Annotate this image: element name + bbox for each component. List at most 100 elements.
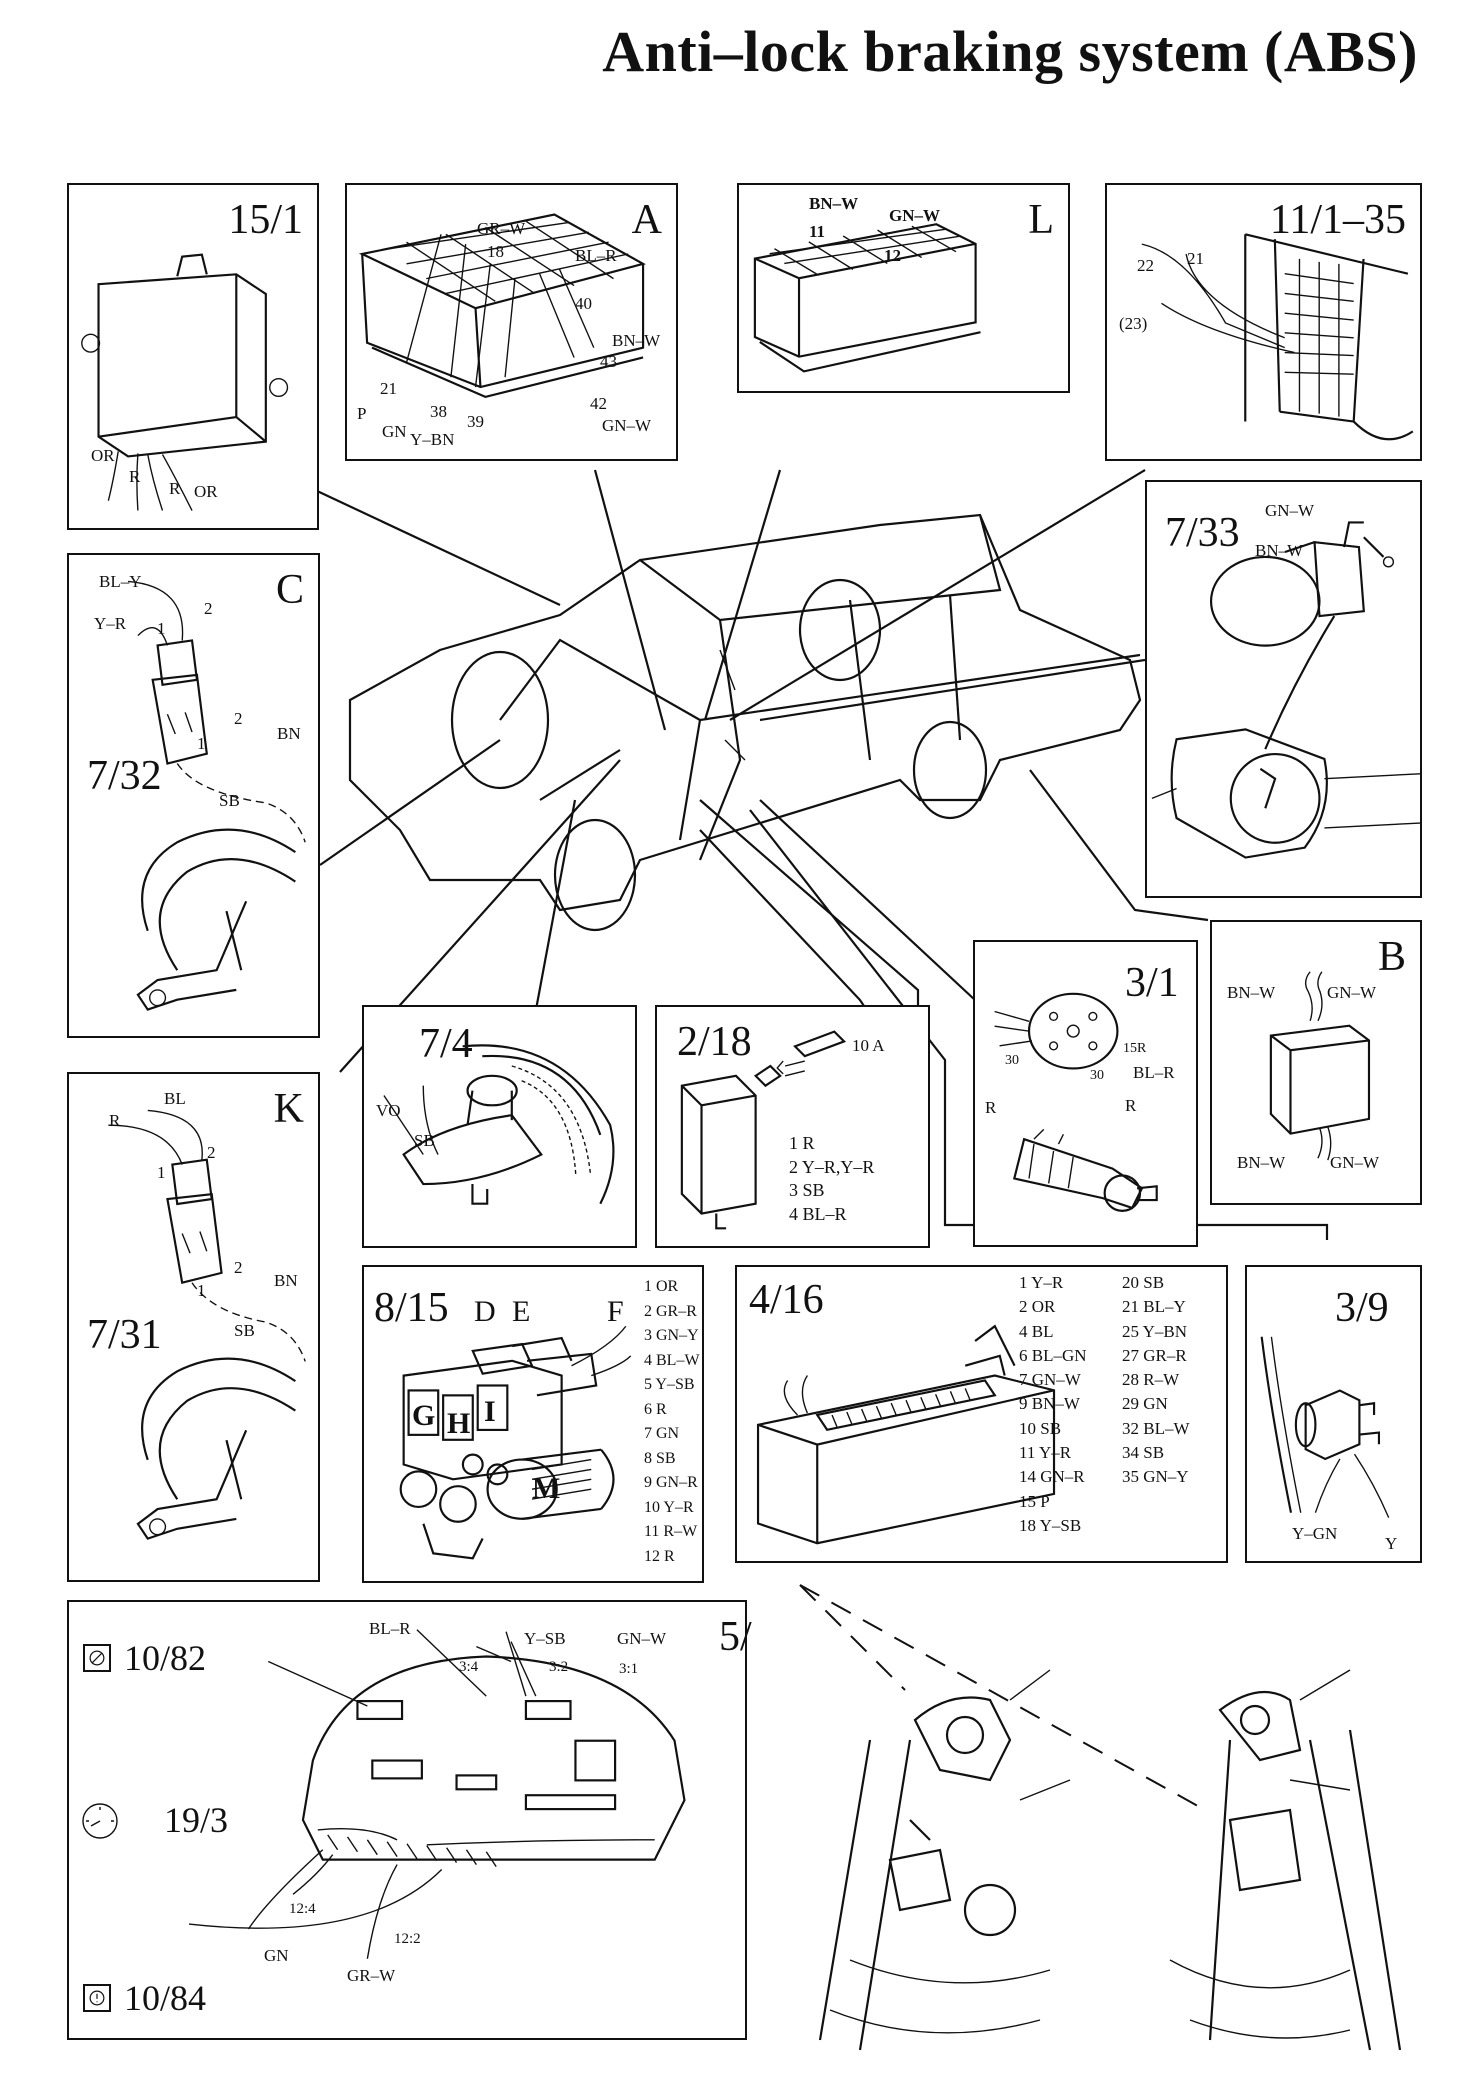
wire-label: R [109, 1111, 121, 1130]
pin-label: 11 [809, 222, 826, 241]
pin-label: 1 [157, 619, 166, 638]
panel-3-9: 3/9 Y–GN Y [1245, 1265, 1422, 1563]
component-id: 7/32 [87, 753, 162, 799]
terminal-label: 30 [1005, 1053, 1019, 1068]
component-id: 7/31 [87, 1312, 162, 1358]
wire-label: GN–W [617, 1629, 667, 1648]
wire-label: GR–W [347, 1966, 396, 1985]
wire-label: OR [194, 482, 218, 501]
panel-id: 5/ [719, 1614, 752, 1660]
wire-label: BN–W [612, 331, 661, 350]
wire-label: GN–W [1330, 1153, 1380, 1172]
wire-label: BN–W [1227, 983, 1276, 1002]
panel-id: 7/4 [419, 1021, 473, 1067]
wire-label: GN–W [602, 416, 652, 435]
panel-id: 3/1 [1125, 960, 1179, 1006]
connector-l-illustration [753, 223, 981, 373]
panel-11-1-35: 11/1–35 22 21 (23) [1105, 183, 1422, 461]
wire-label: Y–BN [410, 430, 455, 449]
pin-label: 2 [234, 1258, 243, 1277]
wire-label: Y–GN [1292, 1524, 1338, 1543]
pin-label: 38 [430, 402, 447, 421]
ignition-switch-illustration [994, 992, 1158, 1212]
brake-light-switch-illustration [1260, 1336, 1390, 1518]
pin-label: 12:2 [394, 1931, 421, 1947]
wire-label: VO [376, 1101, 401, 1120]
hydraulic-modulator-illustration [399, 1325, 632, 1560]
instrument-cluster-illustration [188, 1629, 686, 1959]
panel-5: 5/ 10/82 19/3 10/84 BL–R Y–SB GN–W 3:4 3… [67, 1600, 752, 2040]
panel-id: 2/18 [677, 1019, 752, 1065]
pin-label: 18 [487, 242, 504, 261]
panel-id: 15/1 [228, 197, 303, 243]
wire-label: BN–W [1255, 541, 1304, 560]
panel-b: B BN–W GN–W BN–W GN–W [1210, 920, 1422, 1205]
front-sensor-k-illustration [108, 1109, 306, 1540]
wire-label: P [357, 404, 367, 423]
diode-box-illustration [1269, 971, 1371, 1161]
wire-label: GN [382, 422, 407, 441]
wire-label: R [1125, 1096, 1137, 1115]
pin-label: 40 [575, 294, 592, 313]
pin-label: 3:1 [619, 1661, 639, 1677]
brake-warning-icon [83, 1644, 111, 1672]
pin-label: 42 [590, 394, 607, 413]
fuse-rating: 10 A [852, 1036, 885, 1055]
wire-label: R [129, 467, 141, 486]
abs-control-unit-illustration [756, 1324, 1056, 1545]
wire-label: Y–SB [524, 1629, 566, 1648]
engine-bay-detail-illustration [818, 1669, 1402, 2051]
wire-label: BL [164, 1089, 186, 1108]
wire-label: SB [234, 1321, 255, 1340]
panel-id: C [275, 567, 304, 613]
pin-label: 12:4 [289, 1901, 316, 1917]
pin-label: 43 [600, 352, 617, 371]
panel-c-7-32: C 7/32 BL–Y 2 Y–R 1 2 1 BN SB [67, 553, 320, 1038]
wire-label: GN–W [1327, 983, 1377, 1002]
control-module-illustration [81, 253, 289, 511]
component-letter: H [447, 1407, 471, 1440]
control-unit-pin-list-a: 1 Y–R 2 OR 4 BL 6 BL–GN 7 GN–W 9 BN–W 10… [1019, 1273, 1087, 1535]
component-ref: 10/84 [124, 1978, 207, 2018]
panel-id: 3/9 [1335, 1285, 1389, 1331]
wire-label: OR [91, 446, 115, 465]
modulator-pin-list: 1 OR 2 GR–R 3 GN–Y 4 BL–W 5 Y–SB 6 R 7 G… [644, 1278, 700, 1565]
panel-7-33: 7/33 GN–W BN–W [1145, 480, 1422, 898]
car-illustration [348, 513, 1142, 932]
wire-label: BL–Y [99, 572, 142, 591]
gauge-icon [81, 1802, 119, 1840]
pin-label: 2 [207, 1143, 216, 1162]
wire-label: GN [264, 1946, 289, 1965]
pin-label: 2 [204, 599, 213, 618]
fuse-label: 22 [1137, 256, 1154, 275]
panel-3-1: 3/1 15R BL–R 30 30 R R [973, 940, 1198, 1247]
fuse-box-illustration [1141, 233, 1414, 441]
panel-7-4: 7/4 VO SB [362, 1005, 637, 1248]
wire-label: R [169, 479, 181, 498]
wire-label: GR–W [477, 219, 526, 238]
panel-id: 7/33 [1165, 510, 1240, 556]
wire-label: BL–R [369, 1619, 411, 1638]
wire-label: R [985, 1098, 997, 1117]
component-letter: G [412, 1399, 436, 1432]
pin-label: 1 [197, 734, 206, 753]
relay-illustration [680, 1030, 847, 1230]
panel-a: A GR–W 18 BL–R 40 BN–W 43 P 21 38 39 GN … [345, 183, 678, 461]
fuse-label: (23) [1119, 314, 1148, 333]
pin-label: 3:2 [549, 1659, 569, 1675]
component-letter: E [512, 1295, 531, 1328]
pin-label: 39 [467, 412, 484, 431]
component-letter: F [607, 1295, 624, 1328]
pin-label: 2 [234, 709, 243, 728]
pin-label: 3:4 [459, 1659, 479, 1675]
pin-label: 1 [197, 1281, 206, 1300]
component-ref: 19/3 [164, 1800, 229, 1840]
panel-15-1: 15/1 OR R R OR [67, 183, 319, 530]
wire-label: Y–R [94, 614, 127, 633]
abs-warning-icon [83, 1984, 111, 2012]
component-letter: I [484, 1395, 496, 1428]
panel-l: L BN–W GN–W 11 12 [737, 183, 1070, 393]
rear-sensor-illustration [1151, 521, 1420, 859]
wire-label: BN–W [1237, 1153, 1286, 1172]
terminal-label: 30 [1090, 1068, 1104, 1083]
